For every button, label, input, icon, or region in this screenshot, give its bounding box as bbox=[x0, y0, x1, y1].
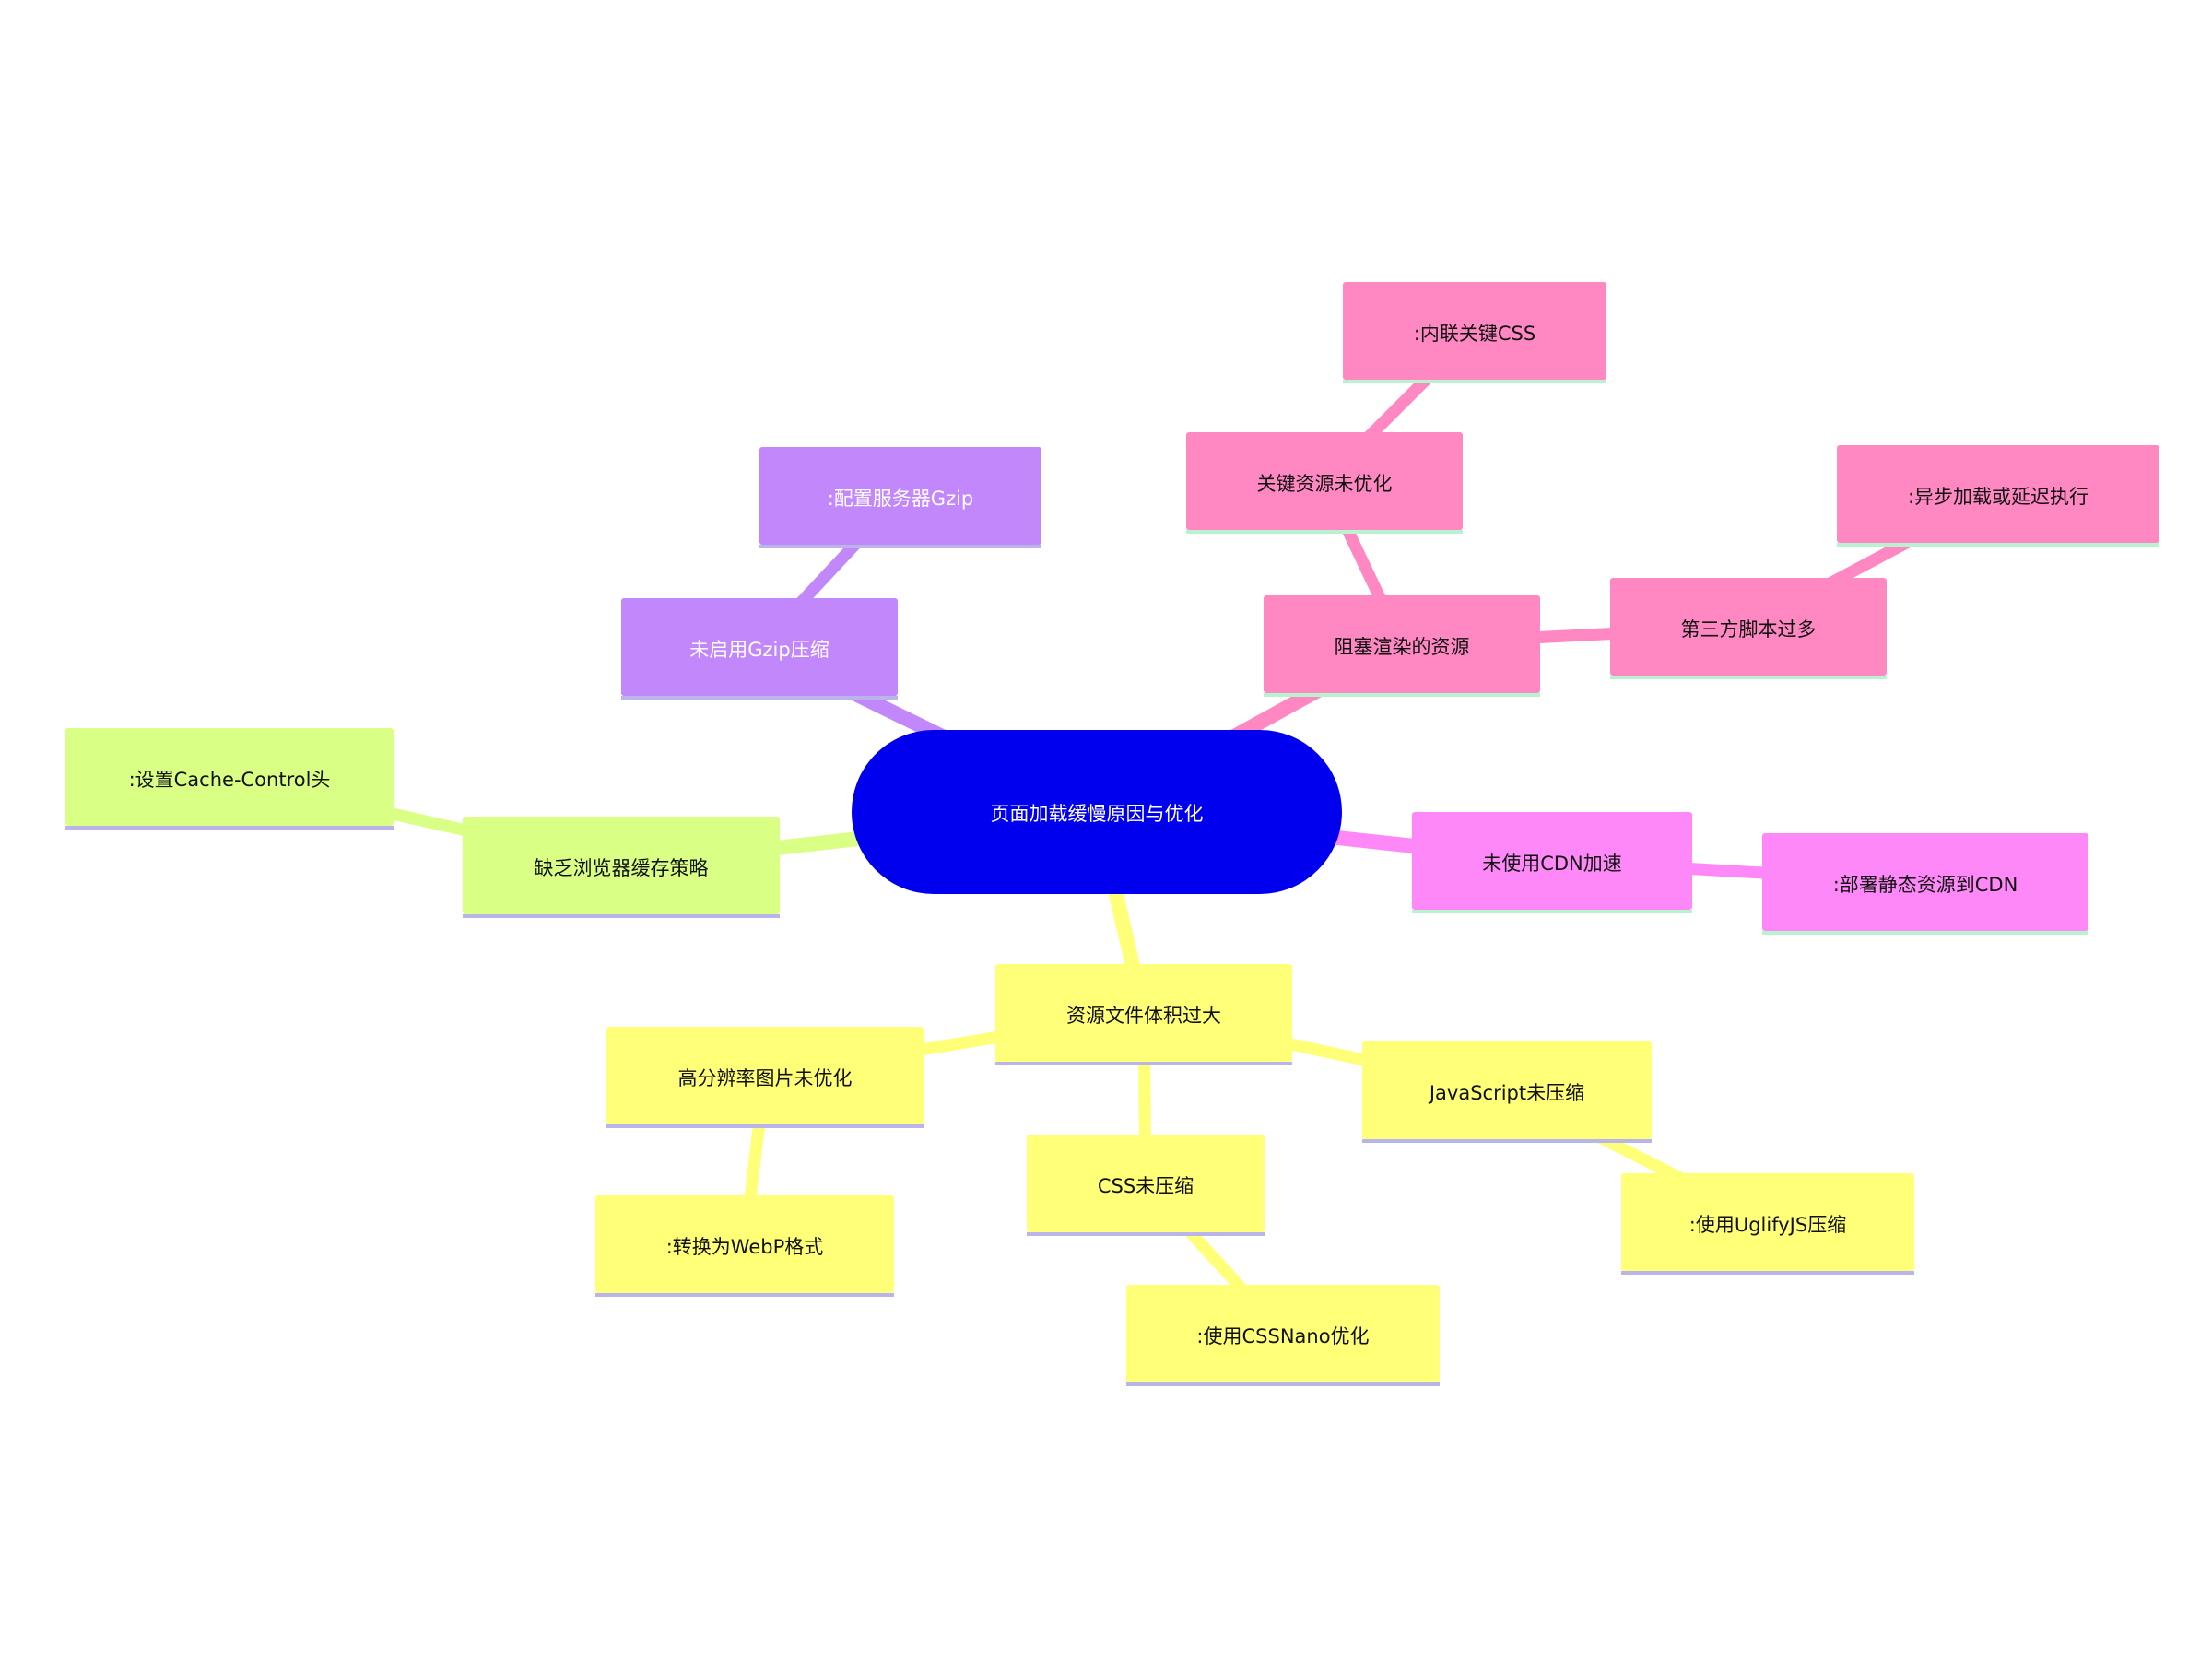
center-node-shape bbox=[852, 730, 1342, 894]
node-js-underline bbox=[1362, 1139, 1652, 1143]
node-js-fix-underline bbox=[1621, 1271, 1914, 1275]
node-gzip-fix-box bbox=[759, 447, 1041, 545]
node-js-fix-box bbox=[1621, 1173, 1914, 1271]
node-block[interactable]: 阻塞渲染的资源 bbox=[1264, 595, 1540, 697]
node-cdn-box bbox=[1412, 812, 1692, 910]
node-img-fix-label: :转换为WebP格式 bbox=[666, 1236, 824, 1258]
node-cdn-fix[interactable]: :部署静态资源到CDN bbox=[1762, 833, 2088, 935]
node-cdn-fix-box bbox=[1762, 833, 2088, 931]
node-size-label: 资源文件体积过大 bbox=[1066, 1005, 1221, 1027]
node-layer: 页面加载缓慢原因与优化 未启用Gzip压缩 :配置服务器Gzip 阻塞渲染的资源… bbox=[65, 282, 2159, 1386]
node-cdn-fix-underline bbox=[1762, 931, 2088, 935]
node-img-underline bbox=[606, 1124, 924, 1128]
node-thirdparty-box bbox=[1610, 578, 1887, 676]
node-critical-label: 关键资源未优化 bbox=[1257, 473, 1393, 495]
node-size[interactable]: 资源文件体积过大 bbox=[995, 964, 1292, 1065]
node-size-underline bbox=[995, 1062, 1292, 1065]
node-css-fix-label: :使用CSSNano优化 bbox=[1196, 1325, 1369, 1347]
node-thirdparty-label: 第三方脚本过多 bbox=[1681, 618, 1817, 641]
node-img-fix-underline bbox=[595, 1293, 894, 1297]
node-img-fix[interactable]: :转换为WebP格式 bbox=[595, 1195, 894, 1297]
node-gzip-fix-label: :配置服务器Gzip bbox=[828, 488, 974, 510]
node-critical-fix-label: :内联关键CSS bbox=[1414, 323, 1535, 345]
node-css-label: CSS未压缩 bbox=[1098, 1175, 1194, 1197]
node-cache-underline bbox=[463, 914, 780, 918]
node-gzip-underline bbox=[621, 696, 898, 700]
node-js-fix[interactable]: :使用UglifyJS压缩 bbox=[1621, 1173, 1914, 1275]
node-gzip-label: 未启用Gzip压缩 bbox=[689, 639, 829, 661]
node-css-fix[interactable]: :使用CSSNano优化 bbox=[1126, 1285, 1440, 1386]
node-gzip-fix[interactable]: :配置服务器Gzip bbox=[759, 447, 1041, 548]
node-cache-label: 缺乏浏览器缓存策略 bbox=[535, 857, 709, 879]
node-cache-fix-label: :设置Cache-Control头 bbox=[129, 769, 331, 791]
node-gzip-box bbox=[621, 598, 898, 696]
node-critical-fix-box bbox=[1343, 282, 1606, 380]
node-js[interactable]: JavaScript未压缩 bbox=[1362, 1041, 1652, 1143]
center-node[interactable]: 页面加载缓慢原因与优化 bbox=[852, 730, 1342, 894]
node-img-label: 高分辨率图片未优化 bbox=[678, 1067, 853, 1089]
node-css-fix-box bbox=[1126, 1285, 1440, 1382]
node-cdn-fix-label: :部署静态资源到CDN bbox=[1833, 874, 2018, 896]
node-cache-fix[interactable]: :设置Cache-Control头 bbox=[65, 728, 394, 830]
node-css[interactable]: CSS未压缩 bbox=[1027, 1135, 1265, 1236]
center-node-label: 页面加载缓慢原因与优化 bbox=[991, 803, 1204, 825]
node-thirdparty-fix-underline bbox=[1837, 543, 2159, 547]
node-thirdparty-fix[interactable]: :异步加载或延迟执行 bbox=[1837, 445, 2159, 547]
node-img-box bbox=[606, 1027, 924, 1124]
node-critical-fix-underline bbox=[1343, 380, 1606, 383]
node-cache-fix-box bbox=[65, 728, 394, 826]
node-block-underline bbox=[1264, 693, 1540, 697]
node-size-box bbox=[995, 964, 1292, 1062]
node-cdn-underline bbox=[1412, 910, 1692, 913]
node-thirdparty-fix-label: :异步加载或延迟执行 bbox=[1908, 486, 2088, 508]
node-block-box bbox=[1264, 595, 1540, 693]
node-css-fix-underline bbox=[1126, 1382, 1440, 1386]
node-thirdparty-underline bbox=[1610, 676, 1887, 679]
node-cdn[interactable]: 未使用CDN加速 bbox=[1412, 812, 1692, 913]
node-gzip-fix-underline bbox=[759, 545, 1041, 548]
node-js-label: JavaScript未压缩 bbox=[1428, 1082, 1584, 1104]
node-cache-box bbox=[463, 817, 780, 914]
node-thirdparty[interactable]: 第三方脚本过多 bbox=[1610, 578, 1887, 679]
node-css-box bbox=[1027, 1135, 1265, 1232]
node-thirdparty-fix-box bbox=[1837, 445, 2159, 543]
node-critical[interactable]: 关键资源未优化 bbox=[1186, 432, 1463, 534]
node-css-underline bbox=[1027, 1232, 1265, 1236]
node-js-fix-label: :使用UglifyJS压缩 bbox=[1689, 1214, 1846, 1236]
node-critical-fix[interactable]: :内联关键CSS bbox=[1343, 282, 1606, 383]
node-img[interactable]: 高分辨率图片未优化 bbox=[606, 1027, 924, 1128]
node-js-box bbox=[1362, 1041, 1652, 1139]
node-critical-box bbox=[1186, 432, 1463, 530]
node-cache[interactable]: 缺乏浏览器缓存策略 bbox=[463, 817, 780, 918]
node-block-label: 阻塞渲染的资源 bbox=[1335, 636, 1470, 658]
node-img-fix-box bbox=[595, 1195, 894, 1293]
node-cache-fix-underline bbox=[65, 826, 394, 830]
node-cdn-label: 未使用CDN加速 bbox=[1482, 853, 1622, 875]
node-gzip[interactable]: 未启用Gzip压缩 bbox=[621, 598, 898, 700]
node-critical-underline bbox=[1186, 530, 1463, 534]
